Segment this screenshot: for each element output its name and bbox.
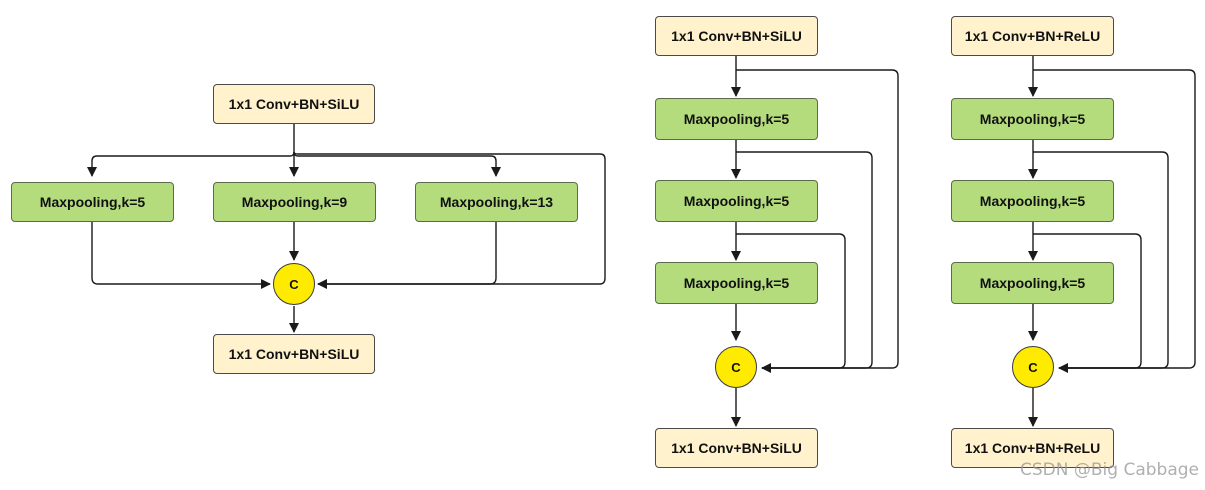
left-skip-to-concat bbox=[293, 151, 606, 289]
right-skip-pool-2 bbox=[1033, 233, 1142, 369]
left-concat-node: C bbox=[273, 263, 315, 305]
middle-pool-2: Maxpooling,k=5 bbox=[655, 180, 818, 222]
left-split-to-pool-1 bbox=[87, 151, 295, 177]
mid-skip-pool-2 bbox=[736, 233, 846, 369]
right-skip-outer bbox=[1033, 69, 1196, 373]
left-pool-1: Maxpooling,k=5 bbox=[11, 182, 174, 222]
left-pool-1-to-concat bbox=[91, 222, 271, 289]
middle-pool-1: Maxpooling,k=5 bbox=[655, 98, 818, 140]
middle-conv-out: 1x1 Conv+BN+SiLU bbox=[655, 428, 818, 468]
right-conv-out: 1x1 Conv+BN+ReLU bbox=[951, 428, 1114, 468]
left-conv-out: 1x1 Conv+BN+SiLU bbox=[213, 334, 375, 374]
right-skip-pool-1 bbox=[1033, 151, 1169, 369]
right-pool-1: Maxpooling,k=5 bbox=[951, 98, 1114, 140]
right-conv-in: 1x1 Conv+BN+ReLU bbox=[951, 16, 1114, 56]
left-pool-3-to-concat bbox=[318, 222, 497, 285]
right-concat-node: C bbox=[1012, 346, 1054, 388]
right-pool-3: Maxpooling,k=5 bbox=[951, 262, 1114, 304]
left-conv-in: 1x1 Conv+BN+SiLU bbox=[213, 84, 375, 124]
right-pool-2: Maxpooling,k=5 bbox=[951, 180, 1114, 222]
middle-pool-3: Maxpooling,k=5 bbox=[655, 262, 818, 304]
mid-skip-pool-1 bbox=[736, 151, 873, 369]
middle-concat-node: C bbox=[715, 346, 757, 388]
left-pool-2: Maxpooling,k=9 bbox=[213, 182, 376, 222]
watermark: CSDN @Big Cabbage bbox=[1020, 460, 1199, 480]
left-pool-3: Maxpooling,k=13 bbox=[415, 182, 578, 222]
middle-conv-in: 1x1 Conv+BN+SiLU bbox=[655, 16, 818, 56]
left-split-to-pool-3 bbox=[293, 151, 501, 177]
mid-skip-outer bbox=[736, 69, 899, 373]
